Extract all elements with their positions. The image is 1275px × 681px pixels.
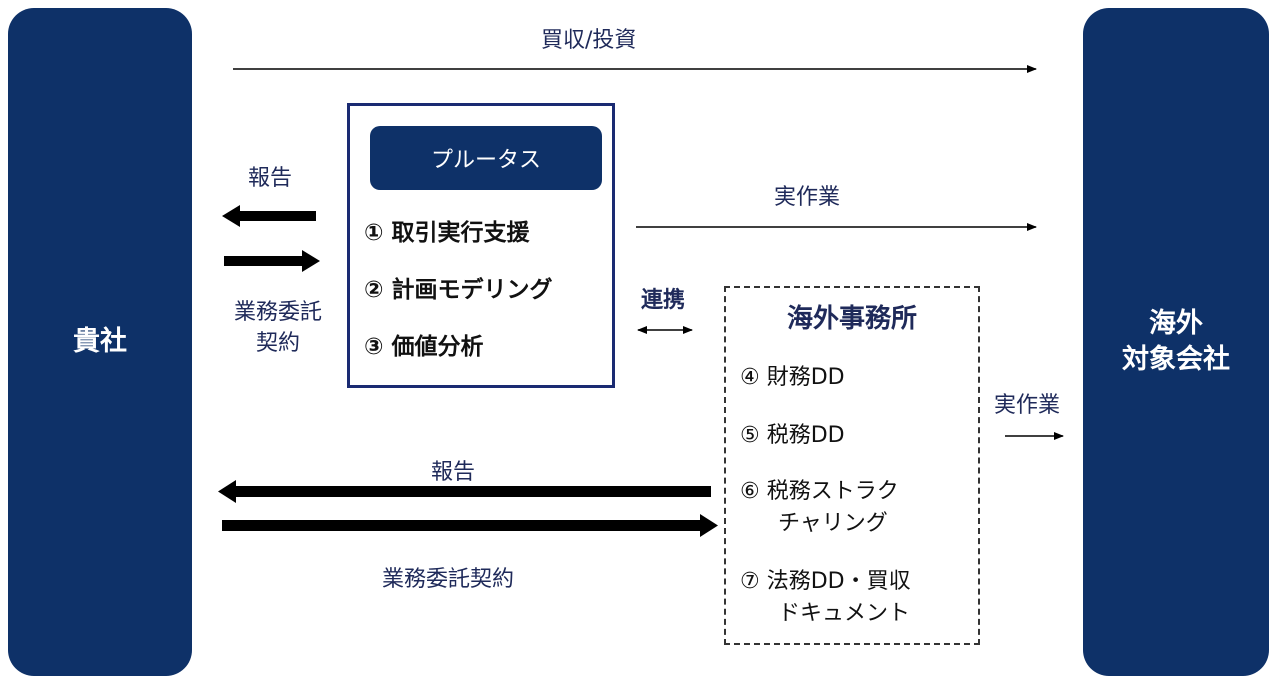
contract-label-left-line2: 契約 (255, 330, 300, 356)
pluto-item-transaction: ① 取引実行支援 (364, 220, 530, 246)
overseas-office-title: 海外事務所 (786, 304, 917, 334)
client-company-label: 貴社 (73, 325, 127, 357)
office-item-label-cont: ドキュメント (778, 600, 911, 626)
contract-label-left: 業務委託 契約 (218, 298, 338, 360)
target-company-block: 海外 対象会社 (1083, 8, 1269, 676)
report-arrow-bottom (218, 480, 711, 503)
target-company-label-line2: 対象会社 (1122, 344, 1230, 375)
office-item-tax-dd: ⑤ 税務DD (740, 420, 845, 452)
office-item-legal-dd: ⑦ 法務DD・買収 ドキュメント (740, 566, 911, 630)
contract-label-bottom: 業務委託契約 (382, 567, 515, 592)
link-label: 連携 (641, 288, 686, 313)
office-item-label: ④ 財務DD (740, 365, 845, 390)
overseas-office-box: 海外事務所 ④ 財務DD ⑤ 税務DD ⑥ 税務ストラク チャリング ⑦ 法務D… (724, 286, 980, 645)
report-arrow-left (222, 205, 316, 227)
work-label-top: 実作業 (774, 185, 841, 210)
work-label-right: 実作業 (994, 393, 1061, 418)
contract-label-left-line1: 業務委託 (233, 300, 322, 325)
pluto-title: プルータス (370, 126, 602, 190)
report-label-bottom: 報告 (431, 460, 476, 485)
target-company-label-line1: 海外 (1149, 307, 1203, 339)
pluto-item-modeling: ② 計画モデリング (364, 277, 553, 303)
office-item-tax-structuring: ⑥ 税務ストラク チャリング (740, 476, 899, 540)
pluto-box: プルータス ① 取引実行支援 ② 計画モデリング ③ 価値分析 (347, 103, 615, 388)
office-item-label: ⑥ 税務ストラク (740, 479, 899, 504)
contract-arrow-right (224, 250, 320, 272)
contract-arrow-bottom (222, 514, 718, 537)
office-item-financial-dd: ④ 財務DD (740, 362, 845, 394)
office-item-label-cont: チャリング (778, 510, 888, 536)
acquisition-label: 買収/投資 (541, 28, 637, 53)
office-item-label: ⑦ 法務DD・買収 (740, 569, 911, 594)
client-company-block: 貴社 (8, 8, 192, 676)
report-label-left: 報告 (248, 166, 293, 191)
office-item-label: ⑤ 税務DD (740, 423, 845, 448)
pluto-item-valuation: ③ 価値分析 (364, 334, 484, 360)
